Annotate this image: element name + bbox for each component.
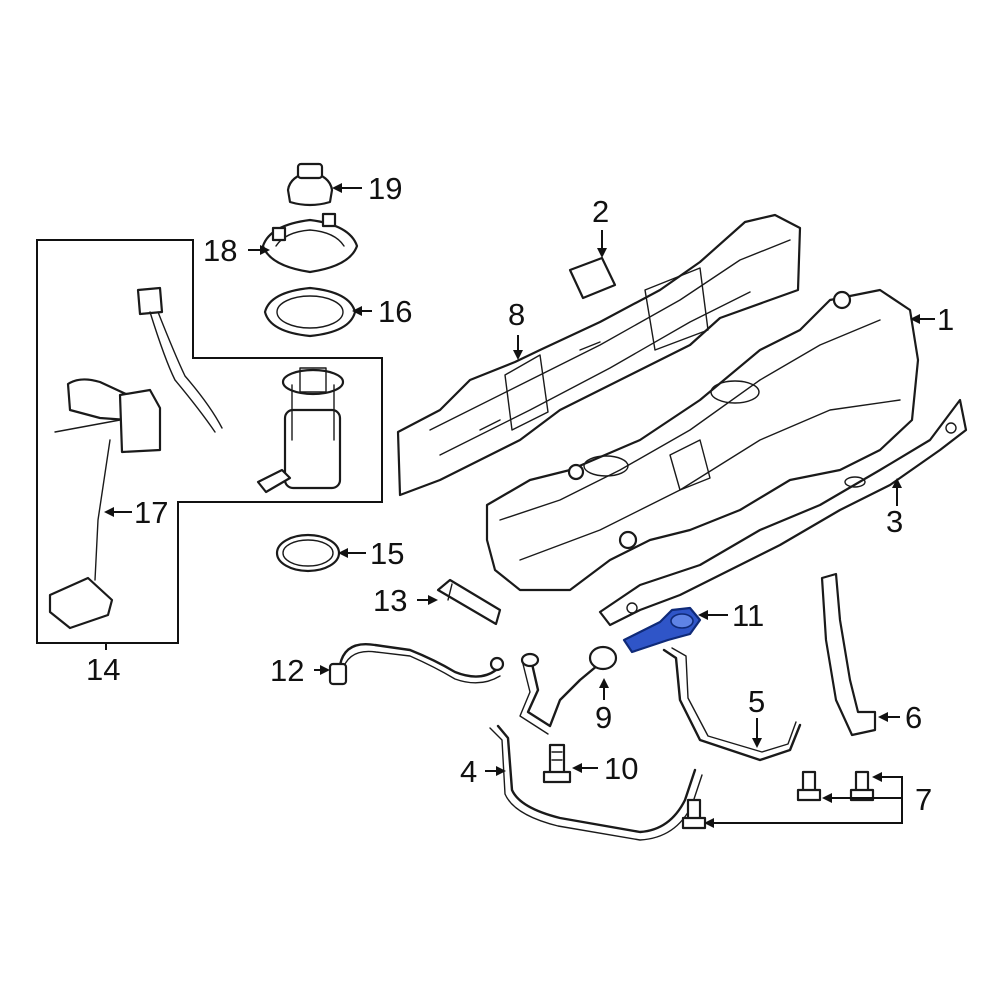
callout-6[interactable]: 6 (905, 700, 922, 735)
callout-19[interactable]: 19 (368, 171, 402, 206)
callout-18[interactable]: 18 (203, 233, 237, 268)
vapor-hose-part[interactable] (328, 643, 505, 686)
tank-strap-left-part[interactable] (489, 724, 703, 841)
bolts-part[interactable] (681, 770, 875, 830)
label-pad-part[interactable] (568, 256, 617, 300)
callout-15[interactable]: 15 (370, 536, 404, 571)
filler-neck-part[interactable] (519, 645, 618, 735)
leader-lines (104, 183, 935, 828)
callout-5[interactable]: 5 (748, 684, 765, 719)
callout-3[interactable]: 3 (886, 504, 903, 539)
o-ring-part[interactable] (275, 533, 341, 573)
callout-4[interactable]: 4 (460, 754, 477, 789)
callout-9[interactable]: 9 (595, 700, 612, 735)
fuel-pump-module-part[interactable] (256, 367, 345, 494)
callout-1[interactable]: 1 (937, 302, 954, 337)
fuel-tank-part[interactable] (485, 288, 920, 592)
filler-seal-part[interactable] (622, 606, 702, 654)
bolt-part[interactable] (542, 743, 572, 784)
gasket-part[interactable] (263, 286, 357, 338)
callout-14[interactable]: 14 (86, 652, 120, 687)
tank-strap-center-part[interactable] (662, 647, 802, 762)
callout-13[interactable]: 13 (373, 583, 407, 618)
callout-16[interactable]: 16 (378, 294, 412, 329)
sending-unit-part[interactable] (48, 286, 223, 630)
callout-17[interactable]: 17 (134, 495, 168, 530)
callout-10[interactable]: 10 (604, 751, 638, 786)
heat-shield-upper-part[interactable] (396, 213, 802, 497)
connector-part[interactable] (436, 578, 502, 626)
callout-12[interactable]: 12 (270, 653, 304, 688)
callout-2[interactable]: 2 (592, 194, 609, 229)
callout-8[interactable]: 8 (508, 297, 525, 332)
kit-outline (36, 239, 383, 644)
callout-7[interactable]: 7 (915, 782, 932, 817)
tank-strap-right-part[interactable] (820, 572, 877, 737)
callout-labels: 1 2 3 4 5 6 7 8 9 10 11 12 13 14 15 16 1… (86, 171, 954, 817)
heat-shield-lower-part[interactable] (598, 398, 968, 627)
cap-part[interactable] (286, 162, 334, 207)
callout-11[interactable]: 11 (732, 598, 764, 633)
lock-ring-part[interactable] (261, 212, 359, 274)
